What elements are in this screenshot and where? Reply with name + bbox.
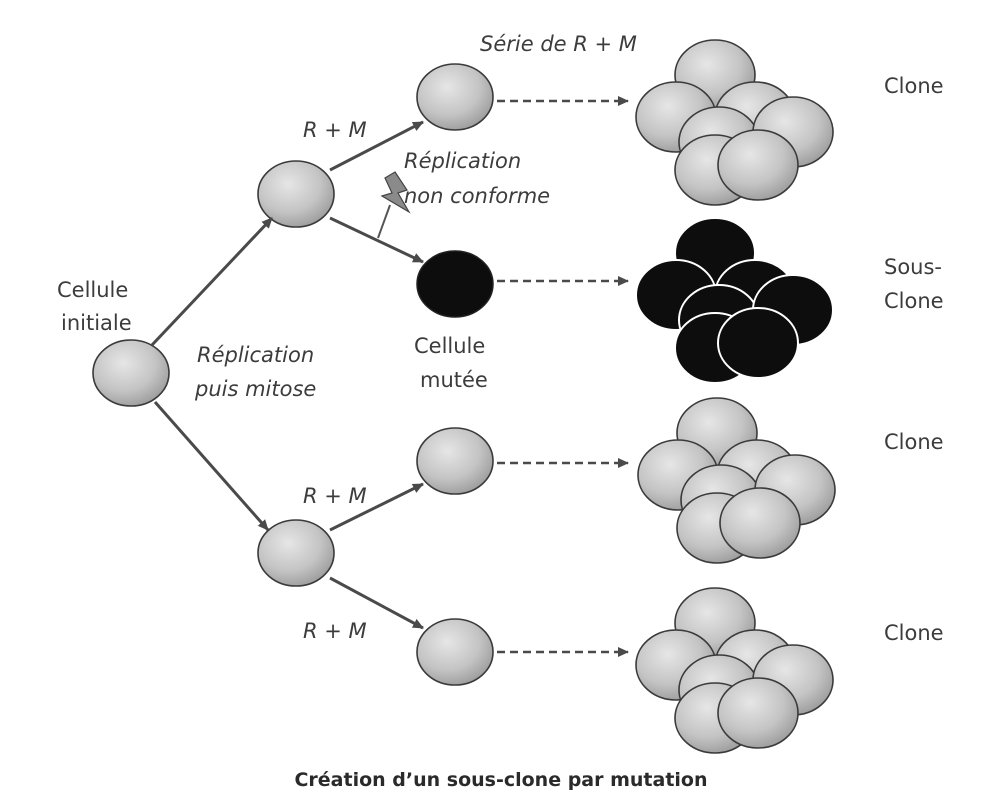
cell-gen2-top (416, 63, 494, 131)
arrow-bottom-to-lower (329, 576, 424, 630)
cell-gen2-bottom-upper (416, 427, 494, 495)
mutated-cell-label-line2: mutée (420, 368, 488, 392)
mutated-cell (416, 250, 494, 318)
nonconform-label-line1: Réplication (404, 149, 521, 173)
initial-cell (92, 339, 170, 407)
clone-cluster-3 (635, 587, 834, 754)
lightning-icon (380, 171, 411, 214)
cell-gen2-bottom-lower (416, 618, 494, 686)
clone-1-label: Clone (884, 74, 944, 98)
clone-cluster-3-cell (717, 677, 799, 749)
cell-gen1-bottom (257, 519, 335, 587)
replication-mitosis-label-line1: Réplication (197, 343, 314, 367)
initial-cell-label-line2: initiale (61, 311, 132, 335)
replication-mitosis-label-line2: puis mitose (194, 377, 316, 401)
caption: Création d’un sous-clone par mutation (294, 769, 707, 791)
clone-cluster-1-cell (717, 129, 799, 201)
arrow-initial-to-bottom (153, 401, 270, 531)
clone-cluster-2 (637, 397, 836, 564)
nonconform-label-line2: non conforme (404, 184, 550, 208)
rm-bottom-upper-label: R + M (303, 484, 367, 508)
series-rm-label: Série de R + M (480, 32, 637, 56)
subclone-label-line1: Sous- (884, 255, 942, 279)
rm-top-label: R + M (303, 118, 367, 142)
clone-cluster-1 (635, 39, 834, 206)
clone-cluster-2-cell (719, 487, 801, 559)
arrow-top-to-normal (329, 120, 424, 172)
clone-2-label: Clone (884, 430, 944, 454)
mutated-cell-label-line1: Cellule (414, 334, 485, 358)
subclone-cluster-cell (717, 307, 799, 379)
lightning-tail (377, 204, 391, 239)
rm-bottom-lower-label: R + M (303, 619, 367, 643)
subclone-cluster (635, 217, 834, 384)
arrow-bottom-to-upper (329, 482, 424, 532)
cell-gen1-top (257, 160, 335, 228)
initial-cell-label-line1: Cellule (57, 278, 128, 302)
subclone-label-line2: Clone (884, 289, 944, 313)
arrow-top-to-mutant (329, 216, 424, 264)
clone-3-label: Clone (884, 621, 944, 645)
arrow-initial-to-top (150, 216, 274, 347)
